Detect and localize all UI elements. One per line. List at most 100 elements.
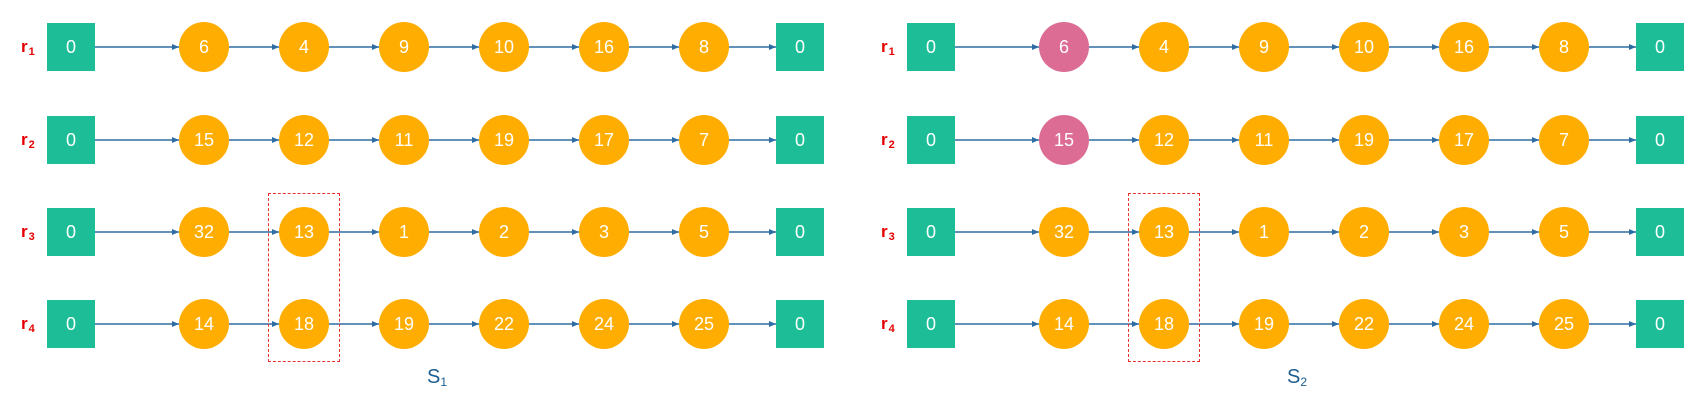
- customer-node: 22: [1339, 299, 1389, 349]
- customer-node: 13: [1139, 207, 1189, 257]
- route-label-index: 3: [28, 231, 35, 243]
- route-label-index: 2: [28, 139, 35, 151]
- customer-node: 32: [179, 207, 229, 257]
- customer-node: 14: [179, 299, 229, 349]
- customer-node: 11: [379, 115, 429, 165]
- depot-end: 0: [1636, 300, 1684, 348]
- solution-caption-letter: S: [1286, 366, 1301, 388]
- route-label-letter: r: [21, 130, 28, 149]
- customer-node: 32: [1039, 207, 1089, 257]
- route-label-index: 4: [888, 323, 895, 335]
- solution-caption-letter: S: [426, 366, 441, 388]
- route-label: r3: [21, 220, 51, 244]
- customer-node: 4: [1139, 22, 1189, 72]
- route-label-letter: r: [881, 37, 888, 56]
- depot-end: 0: [776, 300, 824, 348]
- depot-start: 0: [47, 300, 95, 348]
- customer-node: 12: [279, 115, 329, 165]
- depot-end: 0: [1636, 116, 1684, 164]
- customer-node: 12: [1139, 115, 1189, 165]
- route-label: r1: [881, 35, 911, 59]
- route-label: r3: [881, 220, 911, 244]
- depot-end: 0: [1636, 23, 1684, 71]
- route-label-letter: r: [881, 222, 888, 241]
- route-label-index: 1: [28, 46, 35, 58]
- customer-node: 3: [579, 207, 629, 257]
- depot-start: 0: [907, 23, 955, 71]
- solution-caption-index: 2: [1300, 375, 1308, 389]
- customer-node: 1: [1239, 207, 1289, 257]
- route-label-letter: r: [881, 314, 888, 333]
- customer-node: 19: [379, 299, 429, 349]
- depot-end: 0: [1636, 208, 1684, 256]
- customer-node: 19: [479, 115, 529, 165]
- route-label-index: 3: [888, 231, 895, 243]
- customer-node: 5: [1539, 207, 1589, 257]
- customer-node: 7: [679, 115, 729, 165]
- depot-end: 0: [776, 208, 824, 256]
- depot-start: 0: [907, 116, 955, 164]
- route-label-letter: r: [21, 314, 28, 333]
- customer-node: 7: [1539, 115, 1589, 165]
- customer-node: 2: [1339, 207, 1389, 257]
- depot-start: 0: [47, 23, 95, 71]
- customer-node: 16: [1439, 22, 1489, 72]
- selection-box: [1128, 193, 1200, 362]
- route-label: r2: [881, 128, 911, 152]
- route-label-letter: r: [21, 222, 28, 241]
- customer-node: 25: [679, 299, 729, 349]
- customer-node: 18: [1139, 299, 1189, 349]
- customer-node: 17: [579, 115, 629, 165]
- depot-end: 0: [776, 116, 824, 164]
- customer-node: 3: [1439, 207, 1489, 257]
- customer-node: 16: [579, 22, 629, 72]
- customer-node: 1: [379, 207, 429, 257]
- route-label: r4: [881, 312, 911, 336]
- depot-start: 0: [907, 208, 955, 256]
- customer-node: 2: [479, 207, 529, 257]
- customer-node: 13: [279, 207, 329, 257]
- customer-node: 24: [1439, 299, 1489, 349]
- customer-node: 18: [279, 299, 329, 349]
- route-label-letter: r: [881, 130, 888, 149]
- customer-node: 5: [679, 207, 729, 257]
- customer-node: 22: [479, 299, 529, 349]
- selection-box: [268, 193, 340, 362]
- customer-node: 19: [1339, 115, 1389, 165]
- customer-node: 14: [1039, 299, 1089, 349]
- route-label-index: 4: [28, 323, 35, 335]
- customer-node: 4: [279, 22, 329, 72]
- solution-caption-index: 1: [440, 375, 448, 389]
- solution-caption: S1: [417, 366, 457, 389]
- route-label: r1: [21, 35, 51, 59]
- customer-node: 17: [1439, 115, 1489, 165]
- customer-node: 10: [479, 22, 529, 72]
- depot-start: 0: [47, 116, 95, 164]
- customer-node-highlighted: 6: [1039, 22, 1089, 72]
- route-label: r2: [21, 128, 51, 152]
- customer-node: 6: [179, 22, 229, 72]
- depot-start: 0: [907, 300, 955, 348]
- depot-start: 0: [47, 208, 95, 256]
- customer-node: 19: [1239, 299, 1289, 349]
- route-label-index: 2: [888, 139, 895, 151]
- customer-node: 15: [179, 115, 229, 165]
- customer-node: 11: [1239, 115, 1289, 165]
- customer-node: 24: [579, 299, 629, 349]
- customer-node: 9: [1239, 22, 1289, 72]
- customer-node: 25: [1539, 299, 1589, 349]
- route-label-letter: r: [21, 37, 28, 56]
- route-label-index: 1: [888, 46, 895, 58]
- depot-end: 0: [776, 23, 824, 71]
- customer-node: 8: [679, 22, 729, 72]
- solution-caption: S2: [1277, 366, 1317, 389]
- customer-node-highlighted: 15: [1039, 115, 1089, 165]
- customer-node: 10: [1339, 22, 1389, 72]
- customer-node: 8: [1539, 22, 1589, 72]
- customer-node: 9: [379, 22, 429, 72]
- route-label: r4: [21, 312, 51, 336]
